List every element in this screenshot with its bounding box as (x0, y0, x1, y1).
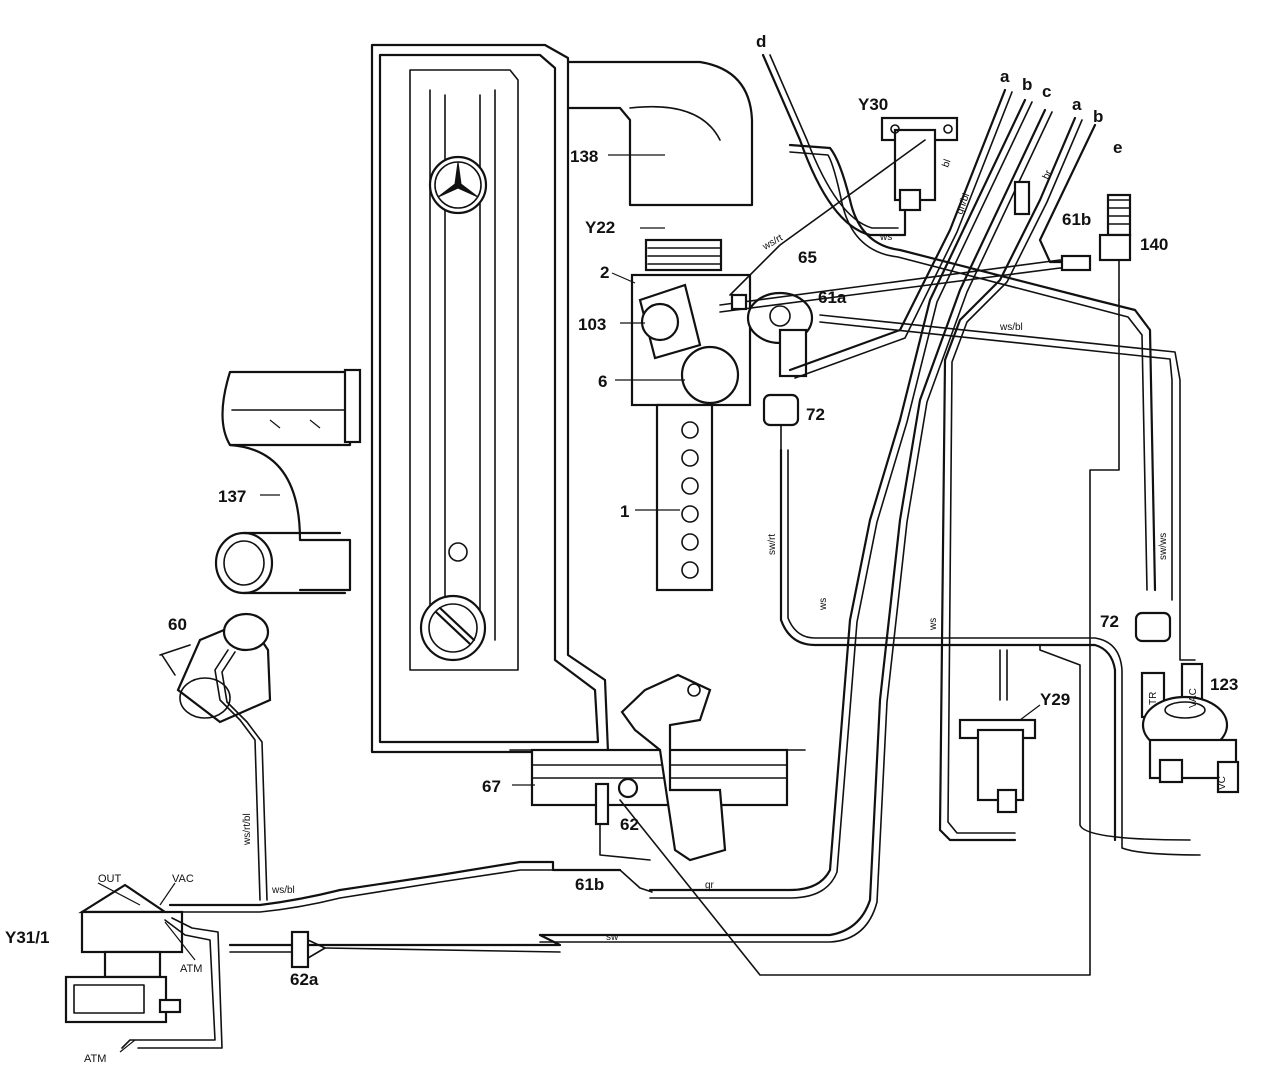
label-123: 123 (1210, 675, 1238, 694)
code-gr: gr (705, 880, 715, 891)
valve-72-right (1134, 611, 1172, 643)
valve-72-top (762, 393, 800, 451)
label-b1: b (1022, 75, 1032, 94)
label-c: c (1042, 82, 1051, 101)
label-72-top: 72 (806, 405, 825, 424)
code-VC: VC (1217, 776, 1228, 790)
code-TR: TR (1148, 692, 1159, 705)
label-a1: a (1000, 67, 1010, 86)
label-b2: b (1093, 107, 1103, 126)
code-ws-top: ws (879, 232, 892, 243)
label-138: 138 (570, 147, 598, 166)
label-61b-bottom: 61b (575, 875, 604, 894)
switchover-valve-Y30 (880, 116, 959, 212)
label-Y31: Y31/1 (5, 928, 49, 947)
label-Y29: Y29 (1040, 690, 1070, 709)
label-61b-top: 61b (1062, 210, 1091, 229)
label-60: 60 (168, 615, 187, 634)
air-duct-138 (566, 60, 754, 207)
bracket-67 (509, 748, 806, 826)
code-gn-bl: gn/bl (954, 192, 972, 216)
code-bl: bl (940, 158, 953, 169)
code-sw-ws: sw/ws (1158, 533, 1169, 560)
code-ws-rt: ws/rt (760, 232, 785, 253)
code-ws-right: ws (928, 618, 939, 631)
label-ATM-1: ATM (180, 963, 202, 975)
label-65: 65 (798, 248, 817, 267)
label-6: 6 (598, 372, 607, 391)
label-e: e (1113, 138, 1122, 157)
label-72-right: 72 (1100, 612, 1119, 631)
label-67: 67 (482, 777, 501, 796)
label-Y30: Y30 (858, 95, 888, 114)
label-d: d (756, 32, 766, 51)
label-1: 1 (620, 502, 629, 521)
code-sw-rt: sw/rt (767, 534, 778, 555)
thermo-valve-140 (1098, 193, 1132, 301)
label-VAC: VAC (172, 873, 194, 885)
label-a2: a (1072, 95, 1082, 114)
label-Y22: Y22 (585, 218, 615, 237)
code-ws-bl-top: ws/bl (999, 322, 1023, 333)
label-61a: 61a (818, 288, 847, 307)
oil-filler-cap (419, 594, 487, 662)
label-62a: 62a (290, 970, 319, 989)
pressure-transducer-Y31 (64, 883, 184, 1024)
label-137: 137 (218, 487, 246, 506)
code-ws-mid: ws (818, 598, 829, 611)
label-ATM-2: ATM (84, 1053, 106, 1065)
injection-pump (630, 238, 752, 592)
code-ws-rt-bl: ws/rt/bl (242, 813, 253, 846)
air-intake-137 (214, 368, 362, 595)
throttle-lever (620, 673, 727, 862)
vacuum-pump-60 (159, 612, 272, 724)
code-VAC-123: VAC (1188, 688, 1199, 708)
label-2: 2 (600, 263, 609, 282)
leader-lines (97, 154, 1041, 1053)
label-103: 103 (578, 315, 606, 334)
code-sw: sw (606, 932, 619, 943)
code-ws-bl-bottom: ws/bl (271, 885, 295, 896)
vacuum-pump-65 (746, 291, 814, 378)
connector-62a (290, 930, 326, 969)
vacuum-hoses (121, 53, 1201, 1049)
mercedes-star-icon (428, 155, 488, 215)
switchover-valve-Y29 (958, 718, 1037, 814)
label-62: 62 (620, 815, 639, 834)
component-labels: d a b c a b e Y30 138 Y22 2 65 61a 103 6… (5, 32, 1238, 1065)
label-140: 140 (1140, 235, 1168, 254)
label-OUT: OUT (98, 873, 122, 885)
hose-color-codes: ws/rt ws/bl ws sw/rt ws ws sw/ws ws/rt/b… (242, 158, 1228, 943)
cylinder-head-cover (370, 43, 610, 754)
vacuum-unit-123 (1140, 662, 1240, 794)
